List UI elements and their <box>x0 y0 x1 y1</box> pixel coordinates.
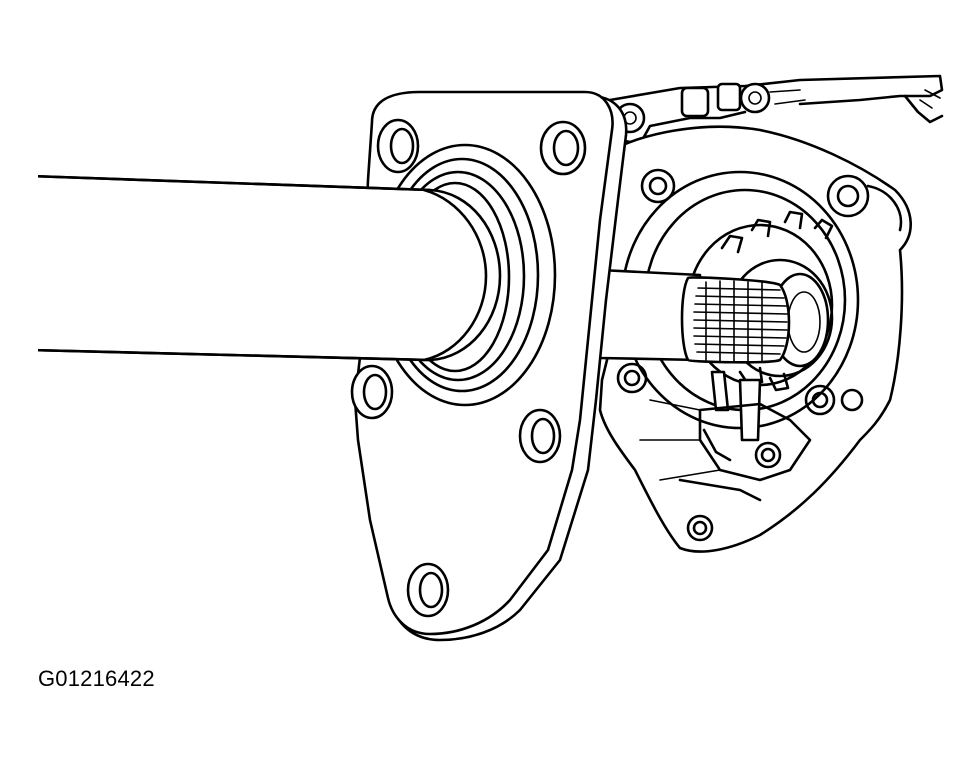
housing-bolts <box>616 168 903 542</box>
drive-shaft-tube <box>28 174 502 362</box>
flange-bolt-holes <box>350 118 587 618</box>
mounting-flange <box>350 90 628 642</box>
snap-ring <box>720 210 834 392</box>
spline-teeth <box>693 280 788 363</box>
output-shaft <box>598 268 791 364</box>
shift-fork <box>639 370 812 502</box>
figure-id-label: G01216422 <box>38 666 155 691</box>
